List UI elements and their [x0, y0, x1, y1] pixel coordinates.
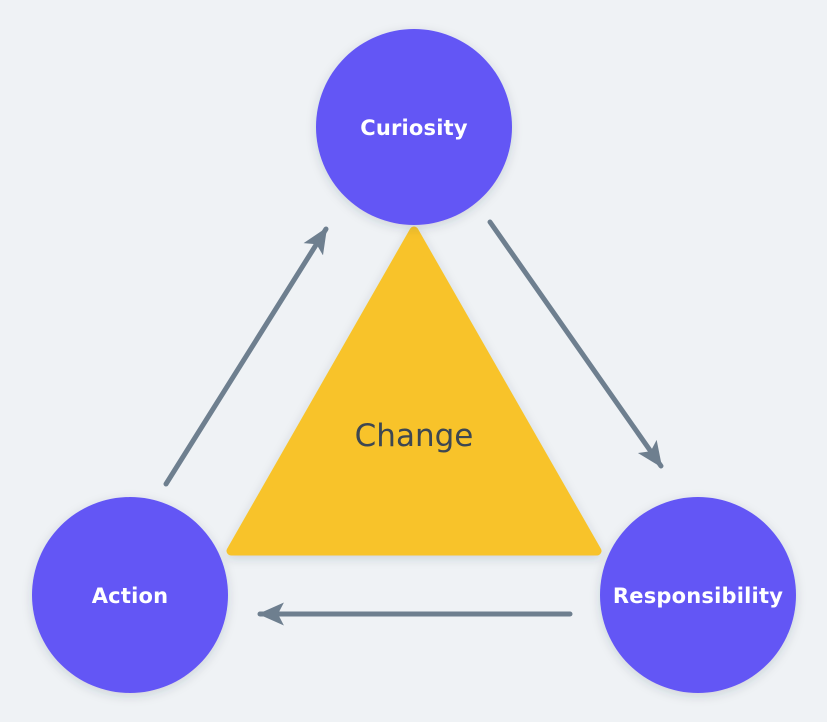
node-curiosity-label: Curiosity [360, 116, 468, 140]
center-triangle [226, 226, 602, 556]
connector-curiosity-to-responsibility [487, 219, 664, 469]
node-responsibility-circle[interactable] [600, 497, 796, 693]
center-triangle-group: Change [226, 226, 602, 556]
node-responsibility[interactable]: Responsibility [600, 497, 796, 693]
node-responsibility-label: Responsibility [613, 584, 783, 608]
node-curiosity-circle[interactable] [316, 29, 512, 225]
node-curiosity[interactable]: Curiosity [316, 29, 512, 225]
node-action-label: Action [92, 584, 169, 608]
center-label: Change [355, 418, 474, 454]
node-action-circle[interactable] [32, 497, 228, 693]
connector-action-to-curiosity [163, 226, 329, 487]
node-action[interactable]: Action [32, 497, 228, 693]
